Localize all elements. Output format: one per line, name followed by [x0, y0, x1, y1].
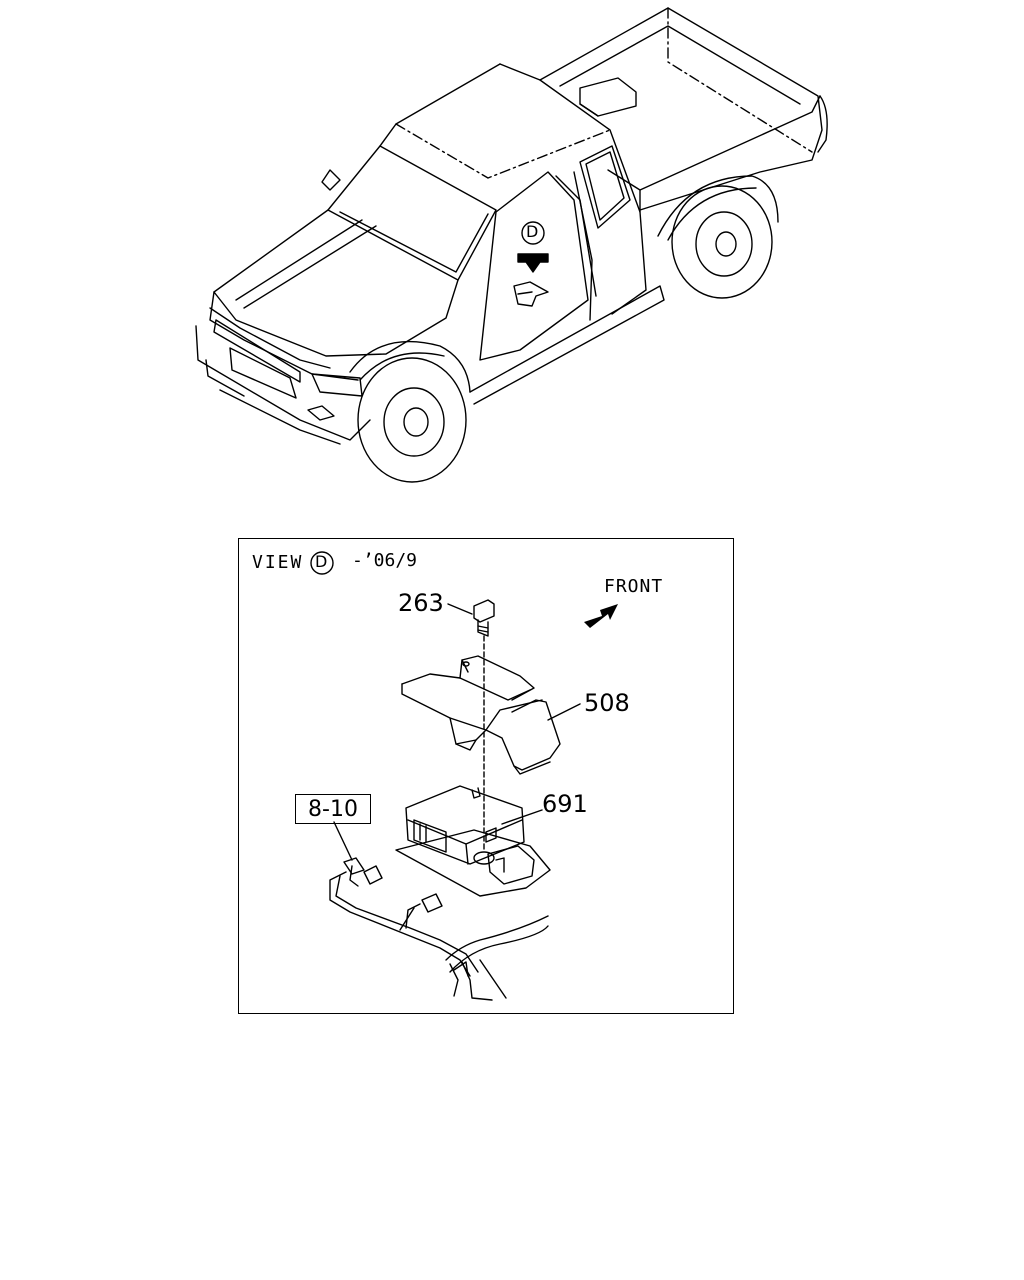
view-date: -’06/9	[352, 550, 418, 571]
part-508-label: 508	[584, 689, 630, 717]
view-circle-icon	[310, 551, 334, 575]
part-263-label: 263	[398, 589, 444, 617]
view-marker: D	[315, 552, 328, 571]
view-marker-d-circle-icon	[521, 221, 545, 245]
front-label: FRONT	[604, 576, 664, 597]
truck-view-marker: D	[526, 222, 539, 241]
part-691-label: 691	[542, 790, 588, 818]
truck-illustration	[195, 7, 828, 483]
view-title: VIEW	[252, 552, 304, 573]
harness-ref-box[interactable]: 8-10	[295, 794, 371, 824]
detail-view-frame	[238, 538, 734, 1014]
front-arrow-icon	[584, 604, 618, 628]
harness-ref-label: 8-10	[308, 796, 358, 822]
